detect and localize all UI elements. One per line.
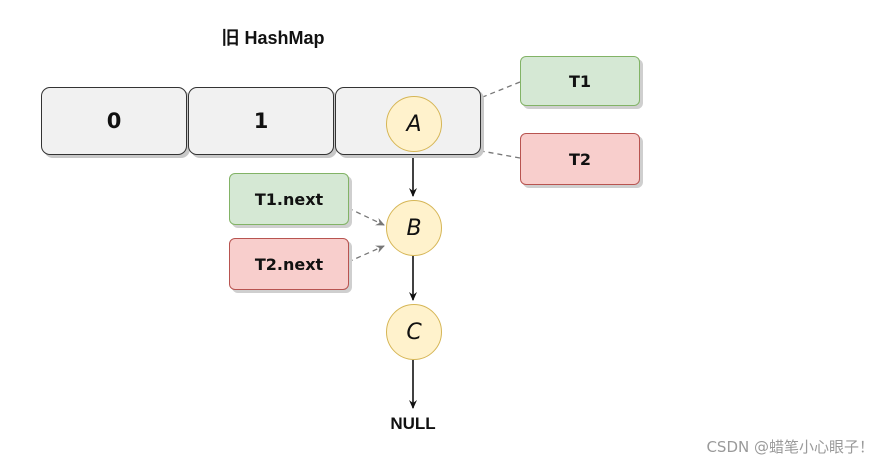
null-terminal: NULL	[390, 414, 436, 433]
pointer-t1-next-label: T1.next	[229, 173, 349, 225]
bucket-1: 1	[188, 87, 334, 155]
bucket-0: 0	[41, 87, 187, 155]
pointer-t2next-to-b	[347, 245, 385, 263]
node-b: B	[386, 200, 442, 256]
pointer-t1-label: T1	[520, 56, 640, 106]
pointer-t2-next-label: T2.next	[229, 238, 349, 290]
node-a: A	[386, 96, 442, 152]
pointer-t1-to-a	[442, 81, 521, 114]
pointer-t2-label: T2	[520, 133, 640, 185]
diagram-title: 旧 HashMap	[221, 28, 325, 48]
watermark: CSDN @蜡笔小心眼子！	[706, 438, 874, 456]
pointer-t1next-to-b	[347, 207, 385, 226]
node-c: C	[386, 304, 442, 360]
